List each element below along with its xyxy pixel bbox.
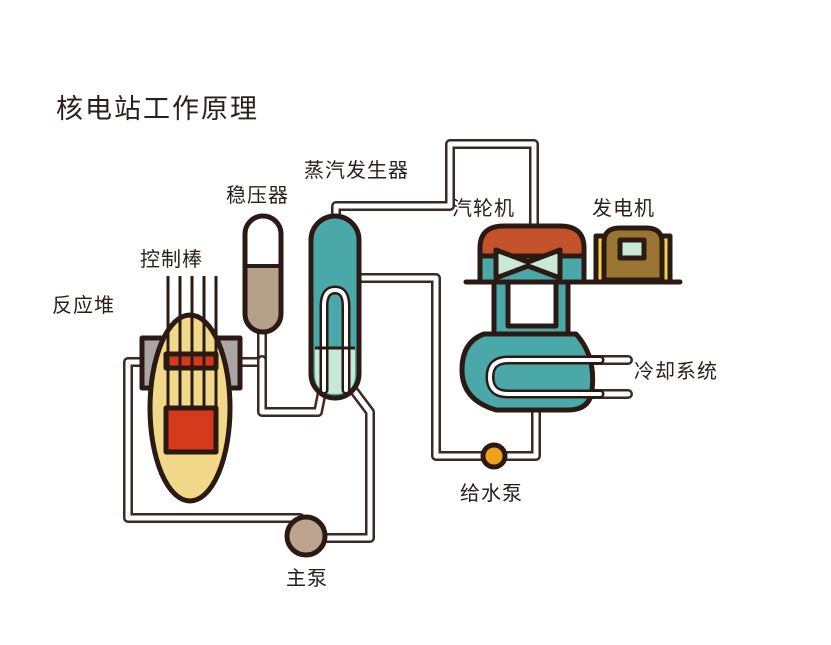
feedwater-line-pipe (357, 273, 541, 461)
steam-line-pipe (331, 139, 539, 231)
pipe-network (123, 139, 633, 543)
reactor (139, 276, 243, 504)
main-pump (284, 514, 328, 558)
turbine (459, 223, 683, 413)
feedwater-pump (480, 442, 508, 470)
label-control-rods: 控制棒 (140, 247, 203, 271)
label-cooling-system: 冷却系统 (634, 359, 718, 383)
label-generator: 发电机 (592, 196, 655, 220)
label-turbine: 汽轮机 (452, 196, 515, 220)
primary-loop-pipe (123, 357, 375, 543)
reactor-core (163, 405, 219, 455)
steam-generator (308, 213, 362, 401)
generator-window (617, 237, 647, 261)
hot-leg-pipe (233, 325, 327, 417)
pressurizer-liquid (245, 266, 281, 332)
label-reactor: 反应堆 (52, 293, 115, 317)
turbine-blades (493, 247, 563, 281)
label-steam-generator: 蒸汽发生器 (304, 158, 409, 182)
page-title: 核电站工作原理 (56, 94, 259, 125)
pressurizer (242, 213, 284, 335)
label-pressurizer: 稳压器 (226, 183, 289, 207)
generator (593, 225, 673, 285)
pressurizer-outline (242, 213, 284, 335)
label-feedwater-pump: 给水泵 (460, 481, 523, 505)
condenser (459, 331, 596, 413)
turbine-exhaust (491, 279, 571, 343)
cooling-pipe (585, 355, 633, 399)
control-rods (166, 276, 218, 408)
label-main-pump: 主泵 (286, 566, 328, 590)
